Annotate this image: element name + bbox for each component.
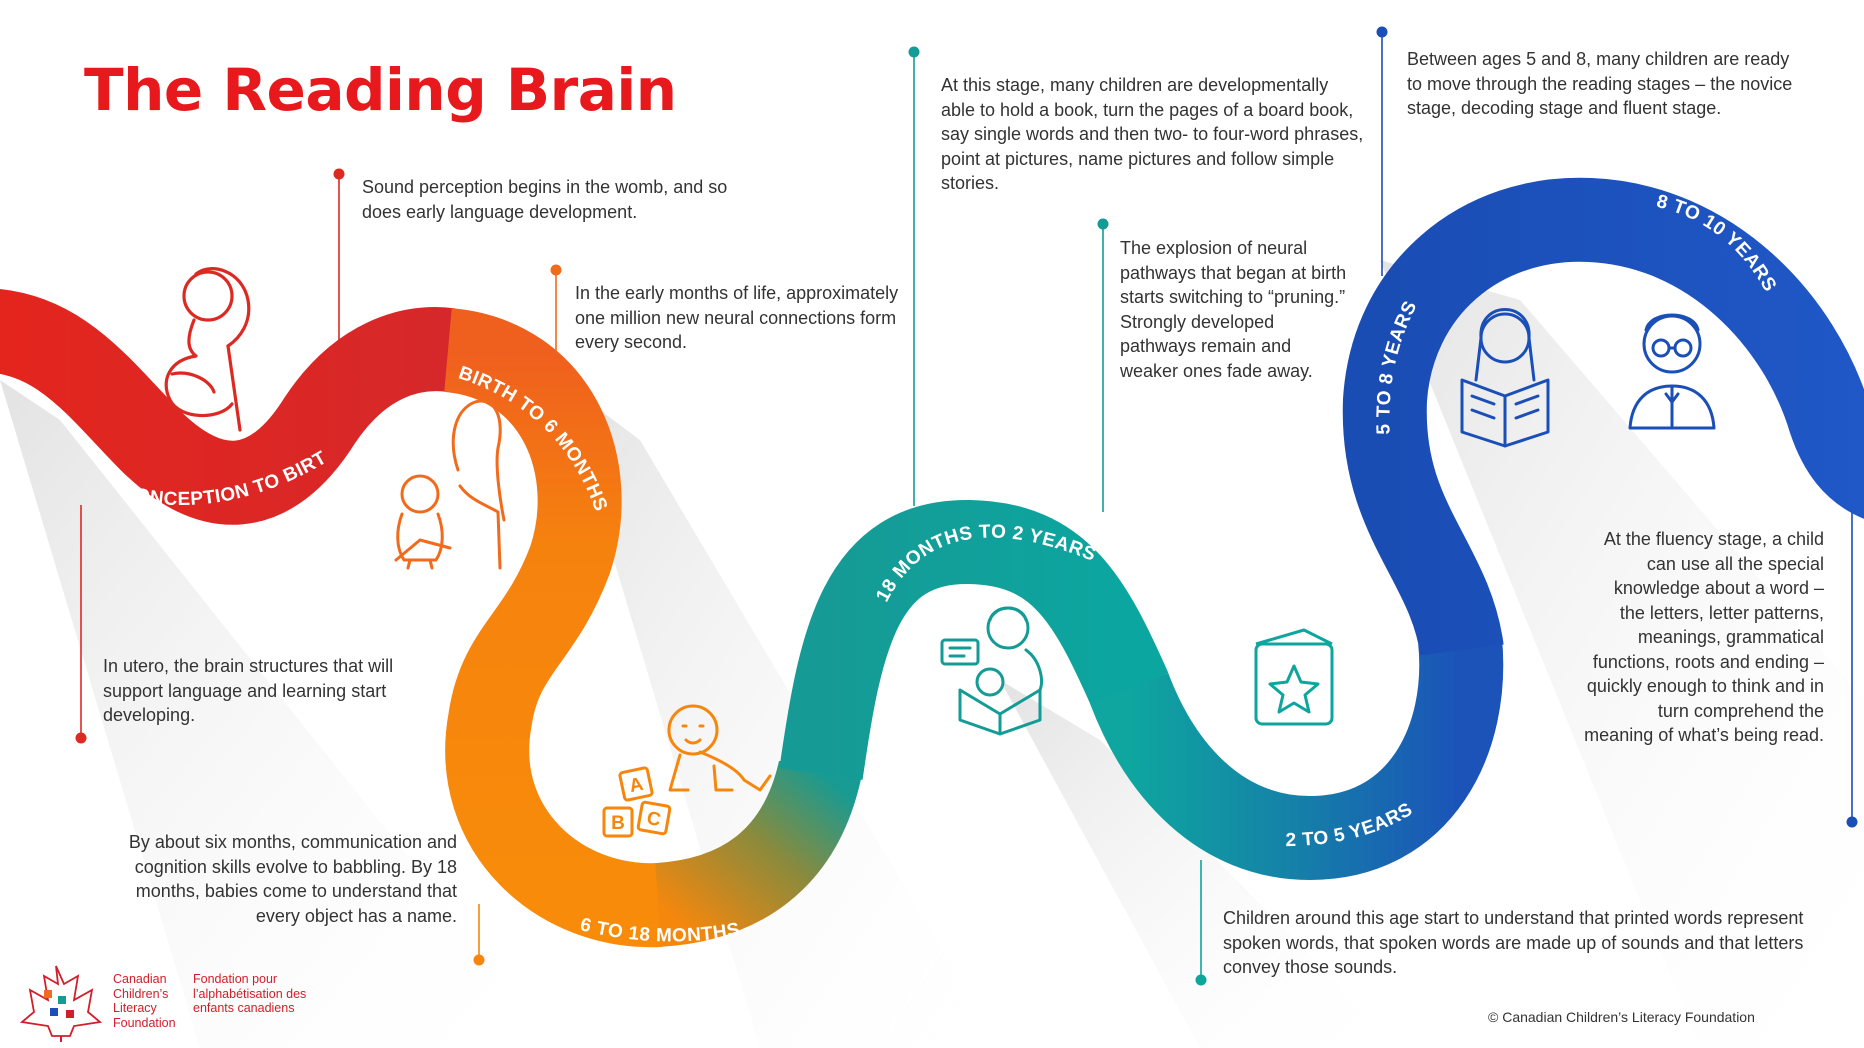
parent-reading-with-child-icon xyxy=(940,606,1043,736)
timeline-ribbon xyxy=(0,177,1864,948)
page-title: The Reading Brain xyxy=(84,56,677,124)
logo-text-en: Canadian Children’s Literacy Foundation xyxy=(113,972,176,1030)
pregnant-woman-icon xyxy=(164,267,251,432)
ribbon-segment-red xyxy=(0,289,456,525)
desc-book-stage: At this stage, many children are develop… xyxy=(941,75,1364,193)
desc-early-months: In the early months of life, approximate… xyxy=(575,283,899,352)
svg-text:C: C xyxy=(645,808,662,831)
desc-six-months: By about six months, communication and c… xyxy=(128,832,457,926)
foundation-logo-icon xyxy=(19,965,103,1042)
svg-text:B: B xyxy=(611,813,625,834)
desc-womb: Sound perception begins in the womb, and… xyxy=(362,177,728,222)
ribbon-segment-transition xyxy=(654,759,861,947)
ribbon-shadow xyxy=(0,260,1864,1048)
crawling-baby-icon xyxy=(667,704,772,792)
girl-reading-icon xyxy=(1460,308,1550,448)
star-card-icon xyxy=(1254,628,1334,726)
ribbon-segment-orange xyxy=(442,308,663,948)
ribbon-segment-blue xyxy=(1342,177,1864,657)
svg-text:A: A xyxy=(627,774,645,797)
parent-with-child-icon xyxy=(394,399,506,570)
boy-with-glasses-icon xyxy=(1628,313,1716,430)
desc-in-utero: In utero, the brain structures that will… xyxy=(103,656,394,725)
leader-dots xyxy=(75,26,1858,986)
desc-printed-words: Children around this age start to unders… xyxy=(1223,908,1804,977)
desc-pruning: The explosion of neural pathways that be… xyxy=(1120,238,1347,381)
copyright-notice: © Canadian Children’s Literacy Foundatio… xyxy=(1488,1009,1755,1025)
desc-fluency: At the fluency stage, a child can use al… xyxy=(1584,529,1824,745)
leader-lines xyxy=(80,32,1853,980)
ribbon-segment-teal-blue xyxy=(1089,635,1504,881)
ribbon-segment-teal xyxy=(779,500,1169,780)
abc-blocks-icon: A B C xyxy=(602,766,672,838)
desc-ages-5-8: Between ages 5 and 8, many children are … xyxy=(1407,49,1793,118)
logo-text-fr: Fondation pour l’alphabétisation des enf… xyxy=(193,972,307,1015)
